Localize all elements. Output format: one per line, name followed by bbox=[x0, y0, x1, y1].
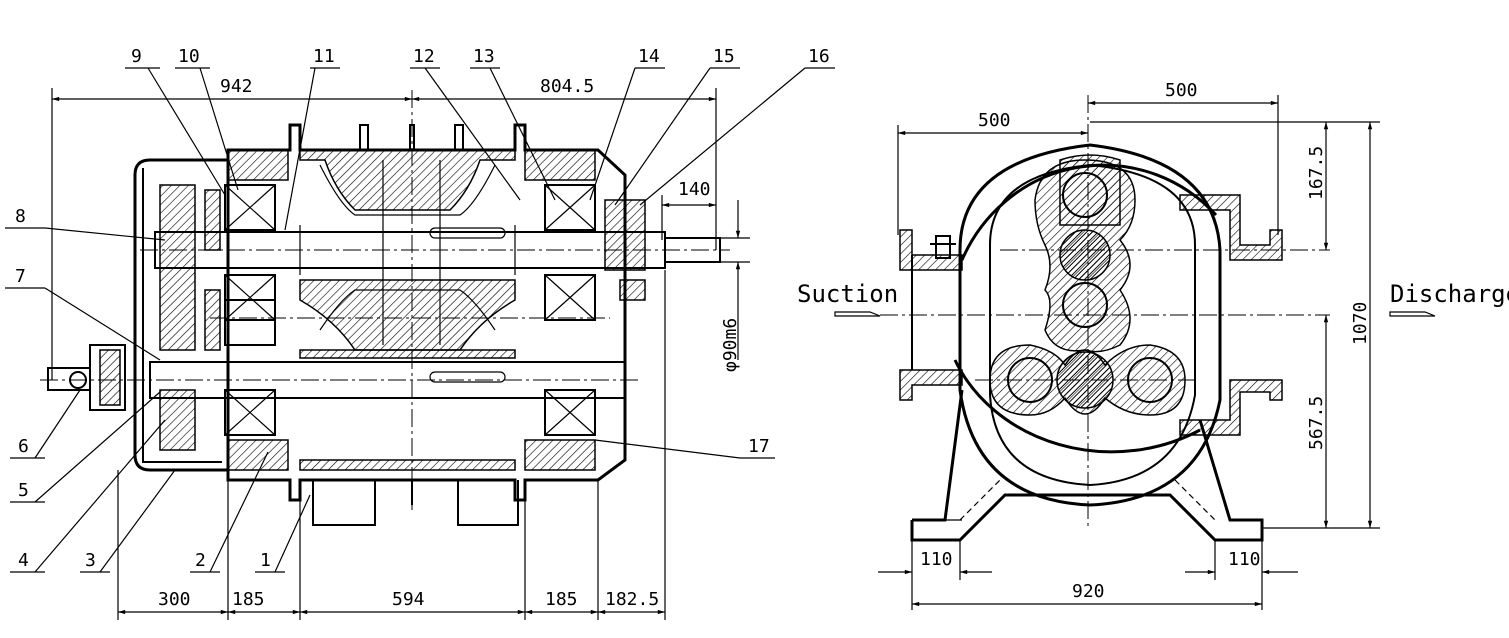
suction-arrow bbox=[834, 311, 881, 317]
front-view: Suction Discharge 500 500 167.5 567.5 10… bbox=[797, 80, 1509, 610]
part-17: 17 bbox=[748, 436, 770, 457]
part-12: 12 bbox=[413, 46, 435, 67]
dim-1675: 167.5 bbox=[1306, 146, 1327, 200]
part-13: 13 bbox=[473, 46, 495, 67]
dim-594: 594 bbox=[392, 589, 425, 610]
part-9: 9 bbox=[131, 46, 142, 67]
dim-920: 920 bbox=[1072, 581, 1105, 602]
part-8: 8 bbox=[15, 206, 26, 227]
pump-housing bbox=[958, 143, 1222, 507]
dim-185-a: 185 bbox=[232, 589, 265, 610]
dim-140: 140 bbox=[678, 179, 711, 200]
dim-300: 300 bbox=[158, 589, 191, 610]
dim-1070: 1070 bbox=[1350, 302, 1371, 345]
dim-500-left: 500 bbox=[978, 110, 1011, 131]
part-2: 2 bbox=[195, 550, 206, 571]
part-11: 11 bbox=[313, 46, 335, 67]
dim-phi90: φ90m6 bbox=[720, 318, 741, 372]
dim-110-right: 110 bbox=[1228, 549, 1261, 570]
part-1: 1 bbox=[260, 550, 271, 571]
dim-8045: 804.5 bbox=[540, 76, 594, 97]
part-4: 4 bbox=[18, 550, 29, 571]
part-15: 15 bbox=[713, 46, 735, 67]
part-5: 5 bbox=[18, 480, 29, 501]
part-10: 10 bbox=[178, 46, 200, 67]
dim-110-left: 110 bbox=[920, 549, 953, 570]
discharge-arrow bbox=[1389, 311, 1436, 317]
suction-label: Suction bbox=[797, 280, 898, 308]
part-14: 14 bbox=[638, 46, 660, 67]
part-16: 16 bbox=[808, 46, 830, 67]
part-6: 6 bbox=[18, 436, 29, 457]
dim-1825: 182.5 bbox=[605, 589, 659, 610]
dim-500-right: 500 bbox=[1165, 80, 1198, 101]
dim-185-b: 185 bbox=[545, 589, 578, 610]
discharge-label: Discharge bbox=[1390, 280, 1509, 308]
dim-5675: 567.5 bbox=[1306, 396, 1327, 450]
motor-side-cover bbox=[226, 123, 627, 502]
leaders-top: 9 10 11 12 13 14 15 16 bbox=[125, 46, 835, 231]
dim-942: 942 bbox=[220, 76, 253, 97]
part-7: 7 bbox=[15, 266, 26, 287]
leaders-left: 8 7 6 5 4 3 2 1 17 bbox=[5, 206, 775, 573]
part-3: 3 bbox=[85, 550, 96, 571]
side-view: 942 804.5 140 φ90m6 300 185 594 185 182.… bbox=[5, 46, 835, 620]
